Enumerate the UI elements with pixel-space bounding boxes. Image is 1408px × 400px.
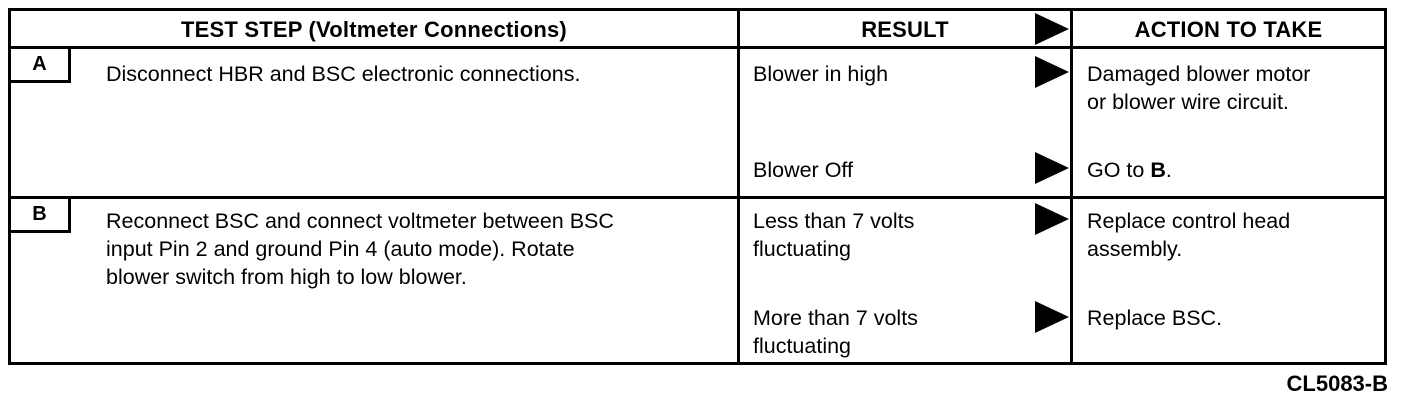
result-text: Blower Off (753, 158, 853, 182)
column-divider (737, 11, 740, 362)
arrow-icon (1035, 301, 1069, 333)
arrow-icon (1035, 152, 1069, 184)
description-line: input Pin 2 and ground Pin 4 (auto mode)… (106, 237, 575, 261)
action-line: Replace control head (1087, 209, 1291, 233)
step-description: Disconnect HBR and BSC electronic connec… (106, 62, 581, 86)
action-text: Replace BSC. (1087, 306, 1223, 330)
action-line: assembly. (1087, 237, 1183, 261)
header-divider (11, 46, 1384, 49)
step-description: Reconnect BSC and connect voltmeter betw… (106, 207, 614, 291)
header-result: RESULT (861, 17, 949, 42)
result-text: Less than 7 volts fluctuating (753, 207, 914, 263)
result-line: fluctuating (753, 334, 852, 358)
column-divider (1070, 11, 1073, 362)
action-prefix: GO to (1087, 158, 1151, 182)
header-action: ACTION TO TAKE (1134, 17, 1323, 42)
step-reference: B (1150, 158, 1166, 182)
header-test-step: TEST STEP (Voltmeter Connections) (181, 17, 567, 42)
step-tag-a: A (11, 49, 71, 83)
result-line: Less than 7 volts (753, 209, 915, 233)
result-text: More than 7 volts fluctuating (753, 304, 918, 360)
arrow-icon (1035, 203, 1069, 235)
result-line: fluctuating (753, 237, 852, 261)
action-line: or blower wire circuit. (1087, 90, 1289, 114)
description-line: Reconnect BSC and connect voltmeter betw… (106, 209, 614, 233)
step-tag-b: B (11, 199, 71, 233)
row-divider (11, 196, 1384, 199)
action-text: GO to B. (1087, 156, 1172, 184)
arrow-icon (1035, 56, 1069, 88)
arrow-icon (1035, 13, 1069, 45)
description-line: blower switch from high to low blower. (106, 265, 467, 289)
figure-id: CL5083-B (1286, 371, 1388, 396)
diagnostic-table: TEST STEP (Voltmeter Connections) RESULT… (8, 8, 1387, 365)
result-text: Blower in high (753, 62, 889, 86)
action-text: Damaged blower motor or blower wire circ… (1087, 60, 1310, 116)
result-line: More than 7 volts (753, 306, 918, 330)
action-line: Damaged blower motor (1087, 62, 1311, 86)
action-text: Replace control head assembly. (1087, 207, 1290, 263)
action-suffix: . (1165, 158, 1172, 182)
